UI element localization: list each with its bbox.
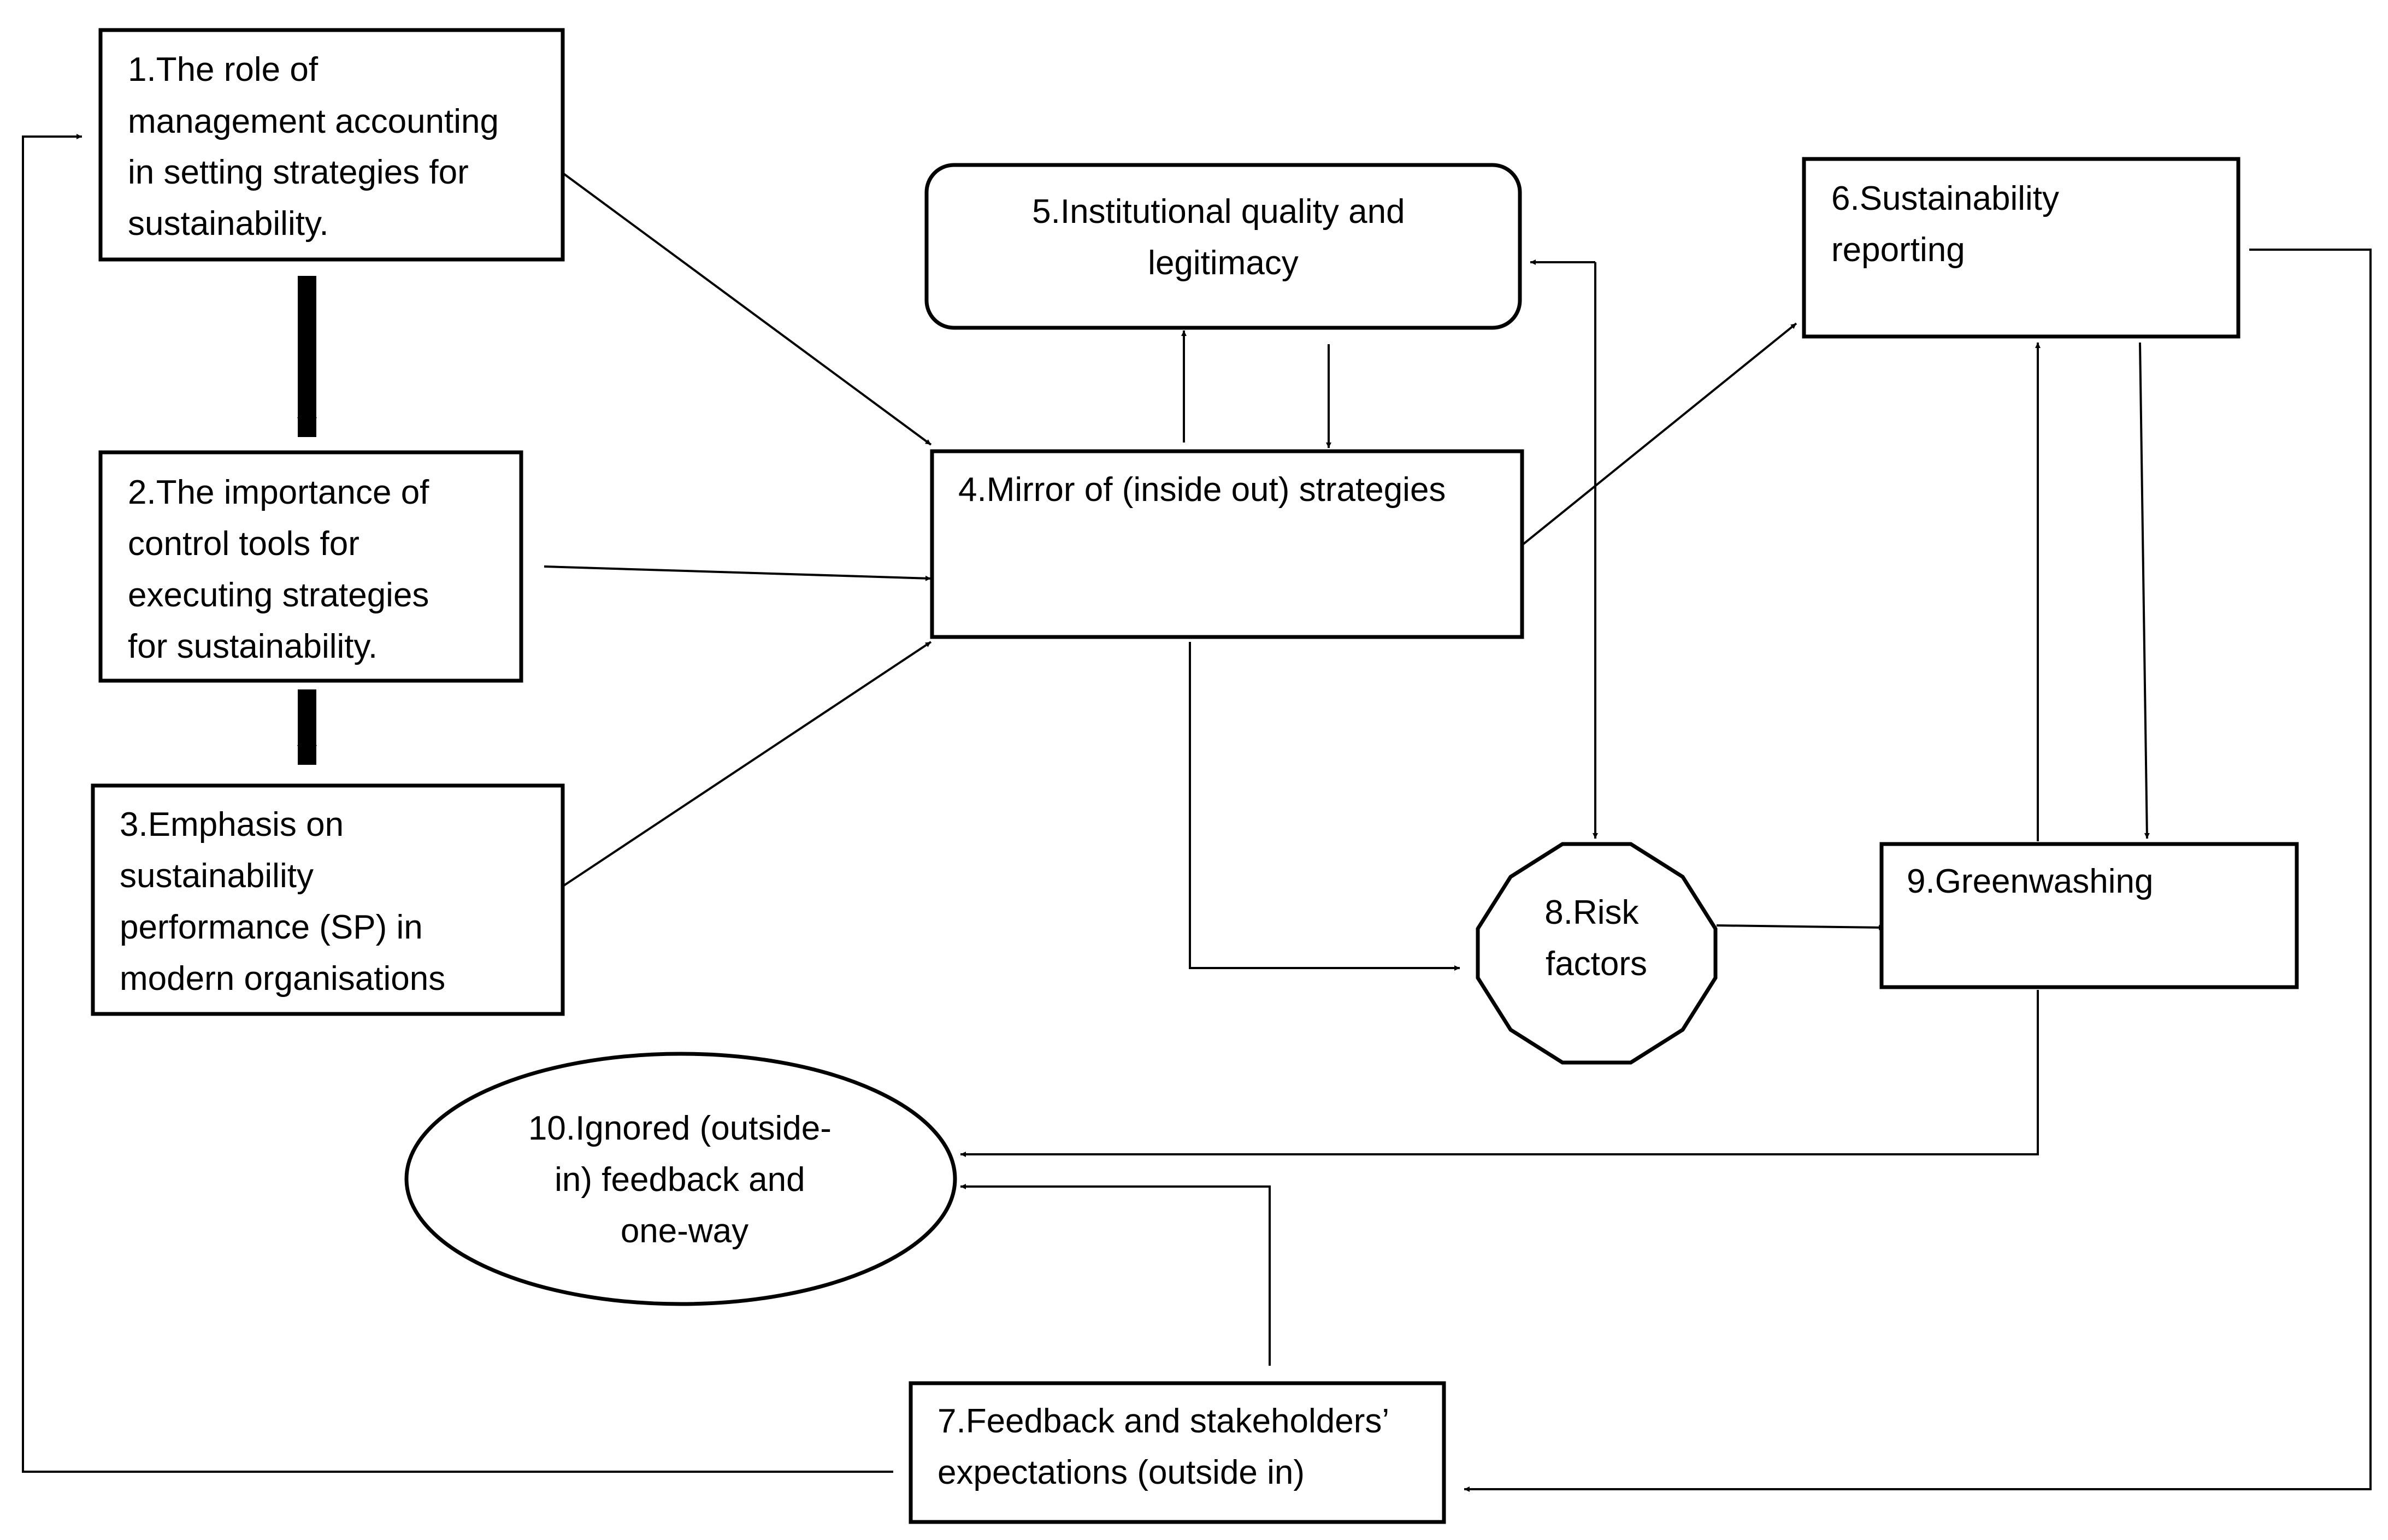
node-1-box [98,28,565,262]
arrow-2-to-4 [544,565,931,581]
node-4-box [930,449,1524,639]
arrow-8-to-9 [1716,924,1885,930]
node-7-box [909,1381,1446,1524]
node-5-label: 5.Institutional quality and legitimacy [1032,193,1414,282]
arrow-3-to-4 [563,641,932,887]
arrow-7-to-1 [22,134,893,1473]
arrow-7-to-10 [960,1184,1271,1366]
connectors [22,134,2372,1492]
node-10-ellipse [404,1052,957,1306]
node-labels: 1.The role of management accounting in s… [120,51,2154,1491]
node-9-label: 9.Greenwashing [1907,863,2154,900]
node-2-box [98,450,523,683]
node-3-box [91,783,565,1016]
arrow-6-to-9 [2139,342,2150,839]
node-1-label: 1.The role of management accounting in s… [128,51,508,243]
node-8-shape [1476,842,1718,1065]
arrow-4-to-8 [1189,642,1460,971]
node-9-box [1879,842,2299,989]
node-10-label: 10.Ignored (outside- in) feedback and on… [528,1110,841,1250]
node-8-label: 8.Risk factors [1544,894,1648,983]
arrow-6-to-7 [1464,249,2372,1492]
nodes [91,28,2299,1524]
node-7-label: 7.Feedback and stakeholders’ expectation… [937,1402,1398,1491]
arrow-9-to-10 [960,990,2039,1157]
arrow-4-to-6 [1522,322,1797,546]
node-2-label: 2.The importance of control tools for ex… [128,474,439,665]
node-6-box [1802,157,2240,339]
node-5-box [924,163,1522,330]
arrow-1-to-4 [559,170,932,446]
node-4-label: 4.Mirror of (inside out) strategies [958,471,1446,509]
node-6-label: 6.Sustainability reporting [1831,180,2068,269]
node-3-label: 3.Emphasis on sustainability performance… [120,806,445,998]
